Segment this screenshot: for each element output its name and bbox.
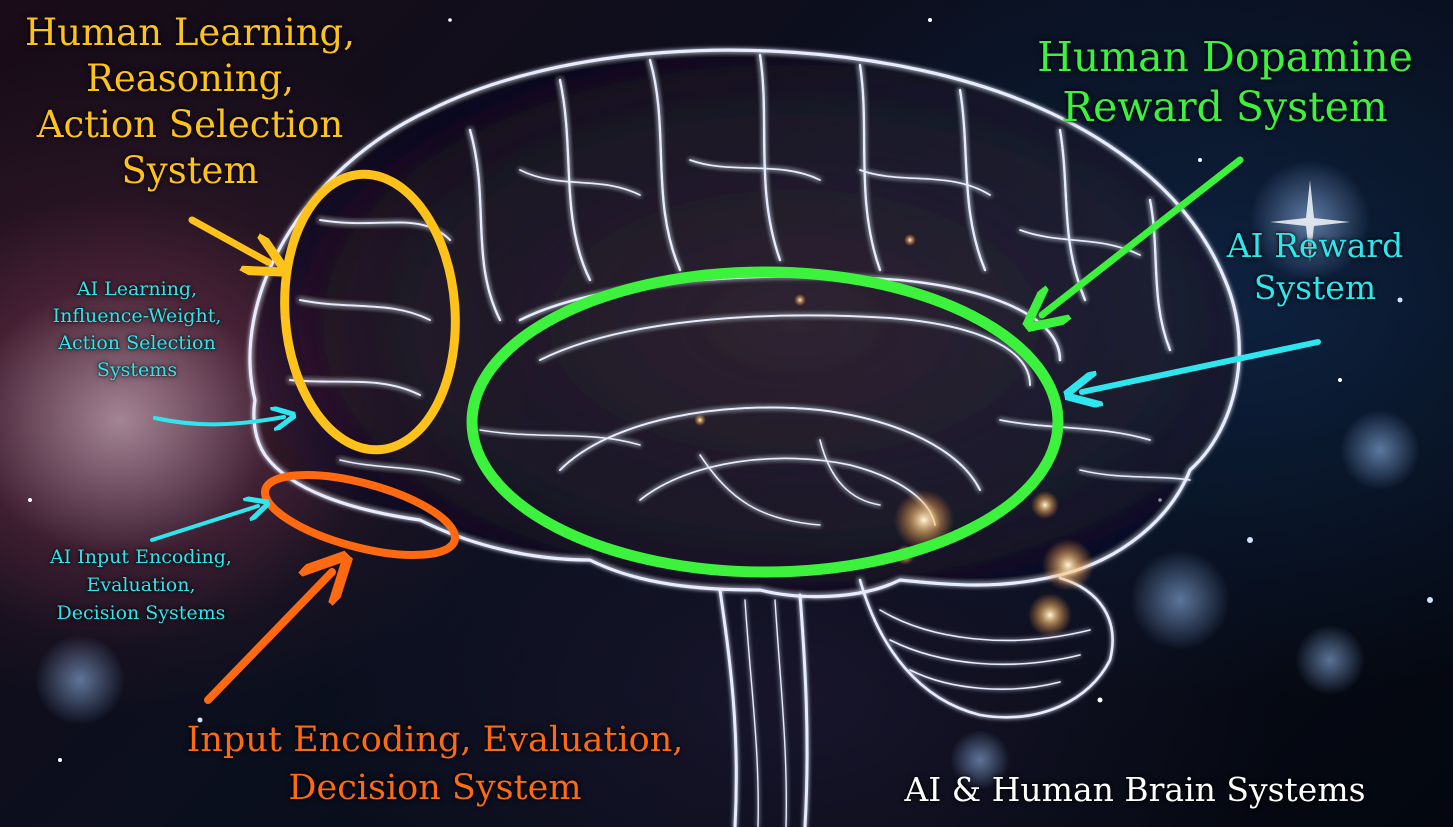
brain-icon: [250, 50, 1239, 827]
human-learning-arrow: [192, 220, 268, 262]
input-encoding-label: Input Encoding, Evaluation, Decision Sys…: [145, 716, 725, 812]
human-learning-label: Human Learning, Reasoning, Action Select…: [10, 10, 370, 194]
ai-reward-label: AI Reward System: [1190, 225, 1440, 309]
human-dopamine-label: Human Dopamine Reward System: [1010, 32, 1440, 132]
ai-input-label: AI Input Encoding, Evaluation, Decision …: [6, 543, 276, 627]
ai-input-arrow: [152, 506, 258, 540]
diagram-title: AI & Human Brain Systems: [830, 768, 1440, 812]
ai-learning-label: AI Learning, Influence-Weight, Action Se…: [8, 276, 266, 384]
